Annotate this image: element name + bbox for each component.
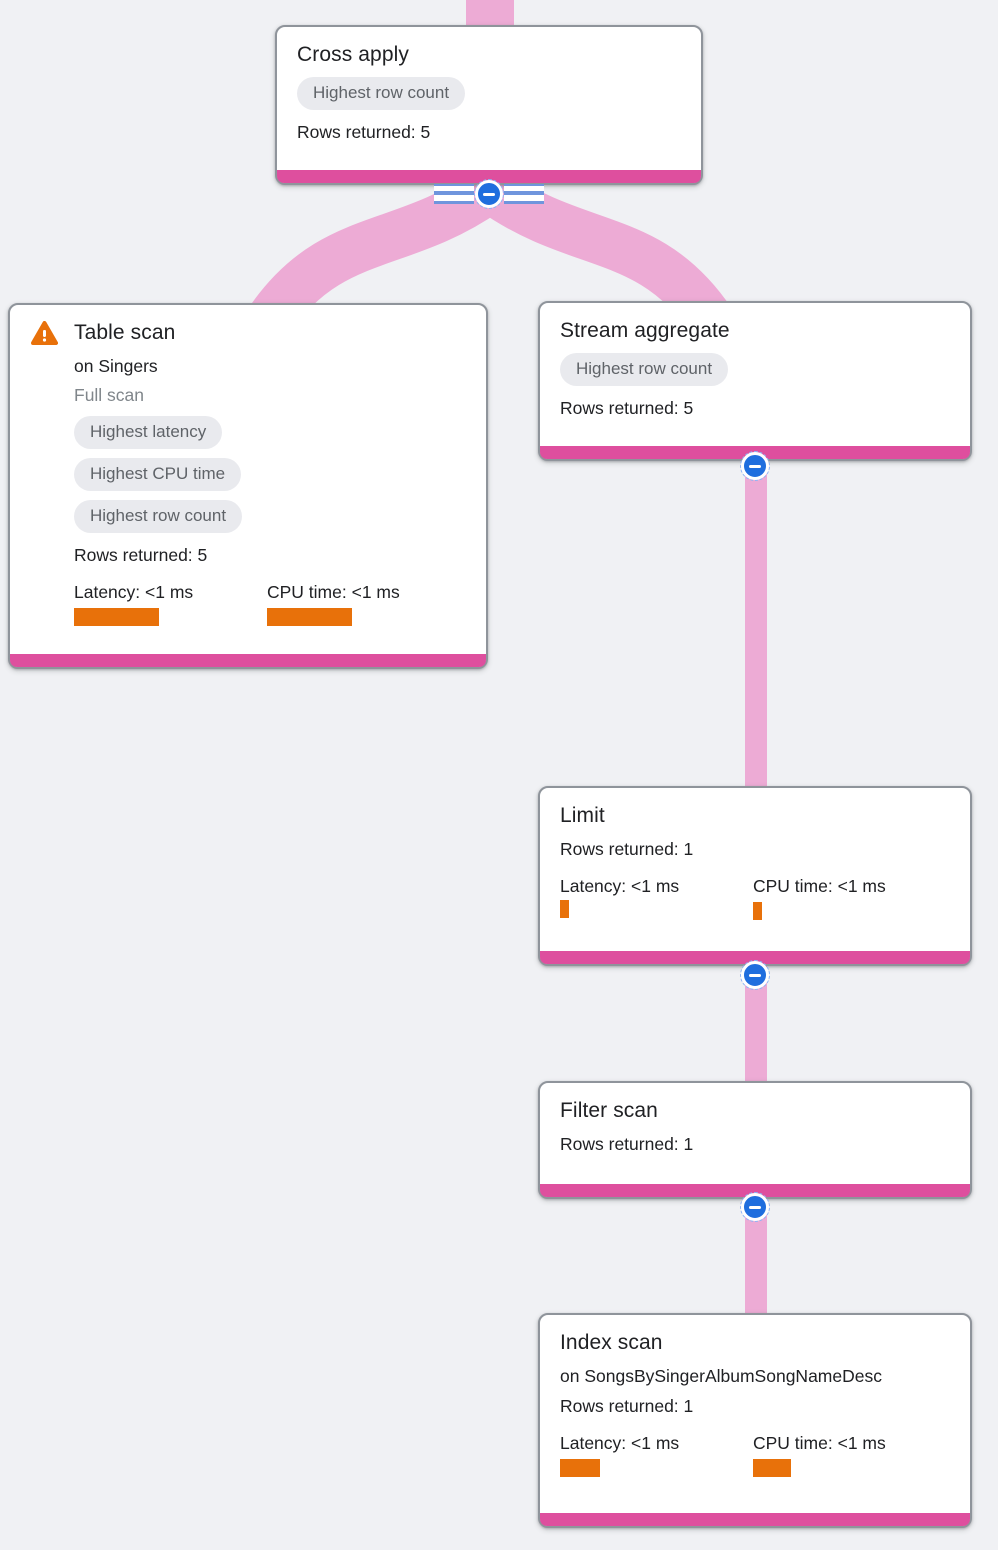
node-subtitle: on SongsBySingerAlbumSongNameDesc	[560, 1366, 882, 1386]
highlight-badge: Highest row count	[560, 353, 729, 386]
rows-returned-label: Rows returned: 1	[560, 839, 694, 859]
plan-node-index-scan[interactable]: Index scan on SongsBySingerAlbumSongName…	[538, 1313, 972, 1528]
node-footer-bar	[277, 170, 701, 183]
warning-icon	[31, 321, 58, 346]
plan-node-stream-aggregate[interactable]: Stream aggregate Highest row count Rows …	[538, 301, 972, 461]
scan-type-label: Full scan	[74, 385, 145, 405]
minus-icon	[749, 1205, 761, 1209]
latency-bar	[560, 900, 569, 918]
node-footer-bar	[540, 1184, 970, 1197]
edge-stripes-right	[504, 184, 544, 204]
highlight-badge: Highest row count	[74, 500, 243, 533]
plan-node-limit[interactable]: Limit Rows returned: 1 Latency: <1 ms CP…	[538, 786, 972, 966]
cpu-time-bar	[753, 1459, 791, 1477]
minus-icon	[749, 464, 761, 468]
highlight-badge: Highest CPU time	[74, 458, 242, 491]
node-title: Filter scan	[560, 1099, 658, 1122]
node-subtitle: on Singers	[74, 356, 158, 376]
node-footer-bar	[540, 1513, 970, 1526]
rows-returned-label: Rows returned: 5	[560, 398, 694, 418]
collapse-button-stream-aggregate[interactable]	[740, 451, 770, 481]
highlight-badge: Highest latency	[74, 416, 223, 449]
edge-cross-apply-to-stream-aggregate	[479, 171, 732, 336]
minus-icon	[483, 192, 495, 196]
latency-bar	[560, 1459, 600, 1477]
edge-stripes-left	[434, 184, 474, 204]
node-title: Table scan	[74, 321, 176, 344]
rows-returned-label: Rows returned: 5	[74, 545, 208, 565]
edge-cross-apply-to-table-scan	[248, 171, 501, 336]
collapse-button-limit[interactable]	[740, 960, 770, 990]
cpu-time-label: CPU time: <1 ms	[753, 876, 886, 896]
node-title: Cross apply	[297, 43, 409, 66]
cpu-time-label: CPU time: <1 ms	[753, 1433, 886, 1453]
rows-returned-label: Rows returned: 1	[560, 1134, 694, 1154]
node-title: Stream aggregate	[560, 319, 730, 342]
plan-node-filter-scan[interactable]: Filter scan Rows returned: 1	[538, 1081, 972, 1199]
node-title: Index scan	[560, 1331, 663, 1354]
latency-bar	[74, 608, 159, 626]
latency-label: Latency: <1 ms	[74, 582, 194, 602]
collapse-button-cross-apply[interactable]	[474, 179, 504, 209]
latency-label: Latency: <1 ms	[560, 1433, 680, 1453]
plan-node-table-scan[interactable]: Table scan on Singers Full scan Highest …	[8, 303, 488, 669]
cpu-time-bar	[753, 902, 762, 920]
node-title: Limit	[560, 804, 605, 827]
minus-icon	[749, 973, 761, 977]
node-footer-bar	[10, 654, 486, 667]
plan-node-cross-apply[interactable]: Cross apply Highest row count Rows retur…	[275, 25, 703, 185]
rows-returned-label: Rows returned: 5	[297, 122, 431, 142]
collapse-button-filter-scan[interactable]	[740, 1192, 770, 1222]
highlight-badge: Highest row count	[297, 77, 466, 110]
latency-label: Latency: <1 ms	[560, 876, 680, 896]
node-footer-bar	[540, 951, 970, 964]
rows-returned-label: Rows returned: 1	[560, 1396, 694, 1416]
cpu-time-label: CPU time: <1 ms	[267, 582, 400, 602]
cpu-time-bar	[267, 608, 352, 626]
